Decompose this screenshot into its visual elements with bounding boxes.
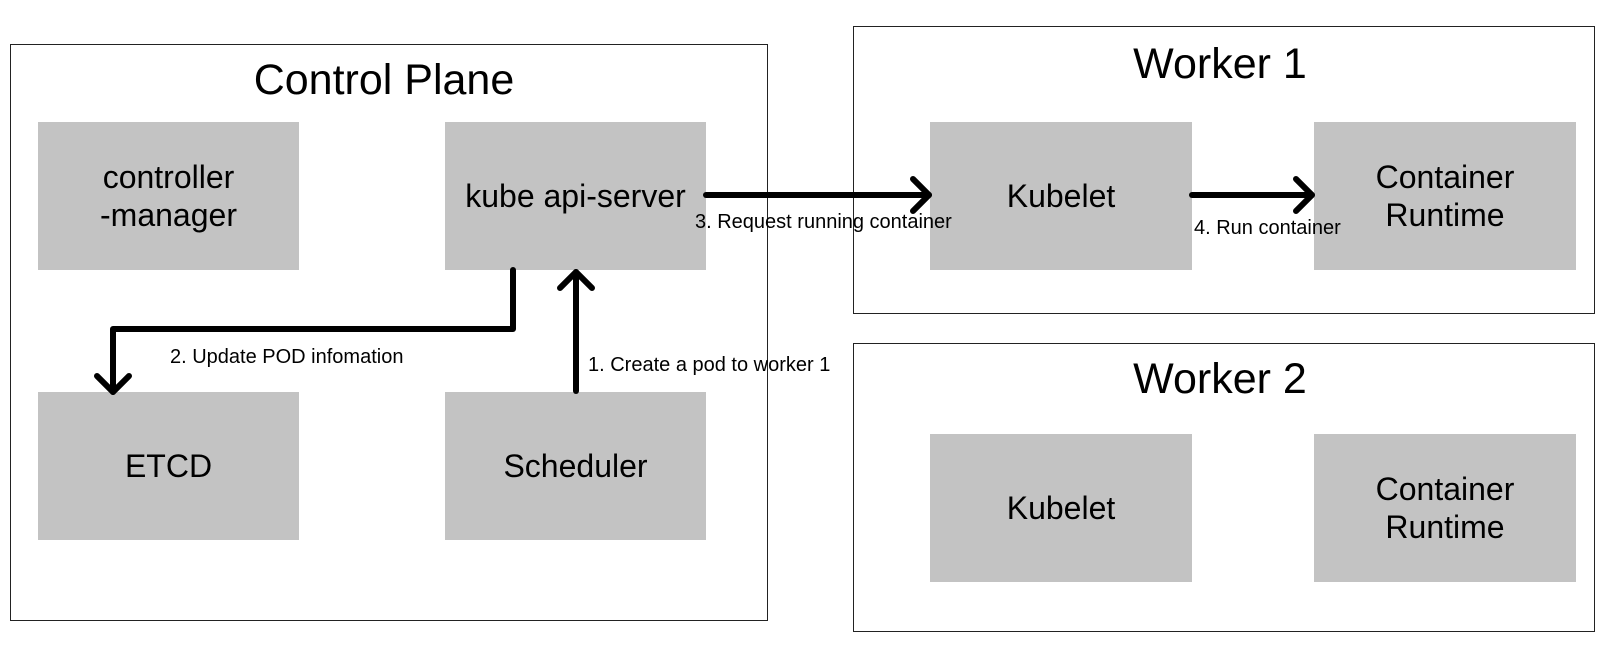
worker1-kubelet-box: Kubelet — [930, 122, 1192, 270]
worker2-title: Worker 2 — [1133, 355, 1307, 403]
step2-label: 2. Update POD infomation — [170, 346, 404, 368]
worker1-container-runtime-box: Container Runtime — [1314, 122, 1576, 270]
step1-label: 1. Create a pod to worker 1 — [588, 354, 831, 376]
step4-label: 4. Run container — [1194, 217, 1341, 239]
etcd-box: ETCD — [38, 392, 299, 540]
control-plane-title: Control Plane — [253, 56, 515, 104]
step3-label: 3. Request running container — [695, 211, 952, 233]
worker2-container-runtime-box: Container Runtime — [1314, 434, 1576, 582]
kube-api-server-box: kube api-server — [445, 122, 706, 270]
controller-manager-box: controller -manager — [38, 122, 299, 270]
worker2-kubelet-box: Kubelet — [930, 434, 1192, 582]
worker1-title: Worker 1 — [1133, 40, 1307, 88]
scheduler-box: Scheduler — [445, 392, 706, 540]
